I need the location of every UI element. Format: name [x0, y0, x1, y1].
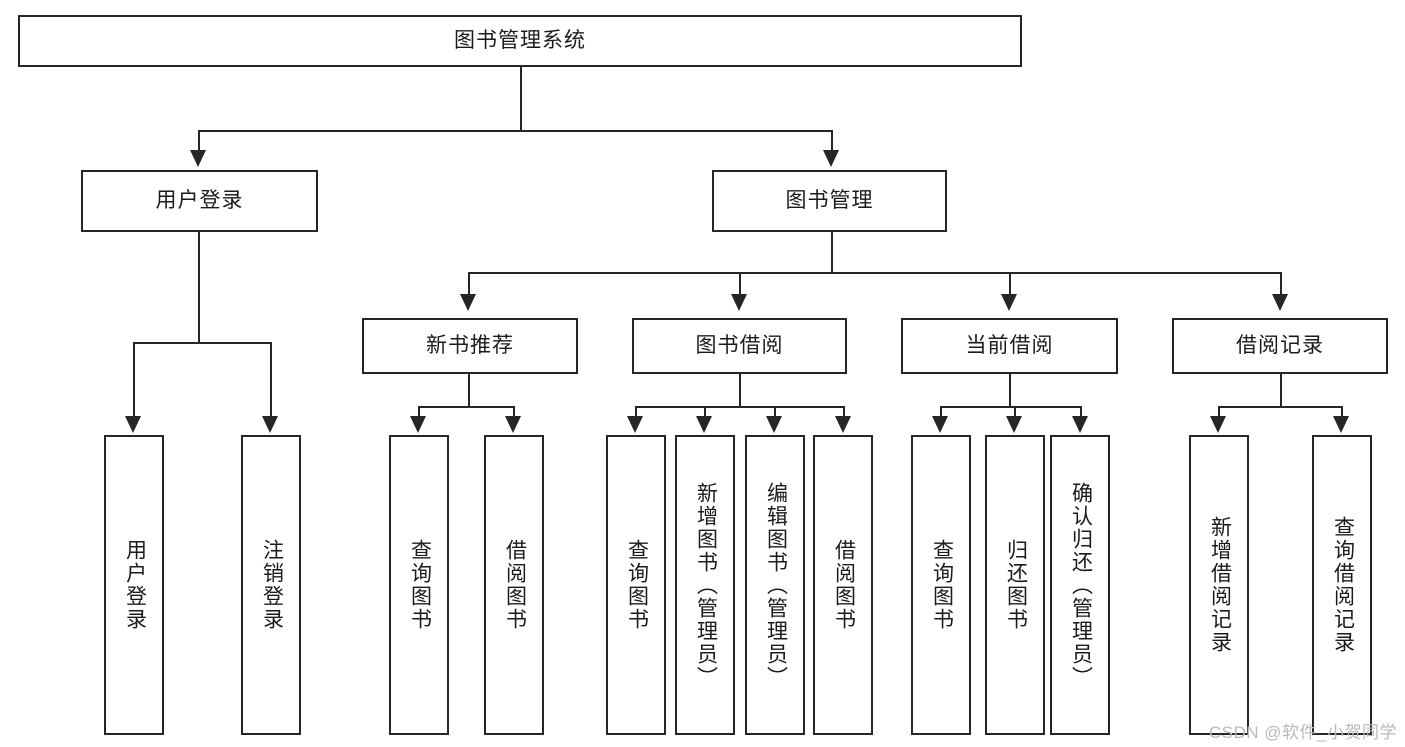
arrow-to-new-book-rec: [460, 294, 476, 311]
connector-bb-leaf-1: [704, 406, 706, 418]
node-label: 当前借阅: [965, 333, 1054, 357]
connector-to-book-mgmt: [831, 130, 833, 152]
node-leaf-query-book-borrow[interactable]: 查询图书: [606, 435, 666, 735]
connector-current-borrow-stem: [1009, 374, 1011, 406]
node-label: 查询借阅记录: [1331, 516, 1355, 654]
node-label: 图书借阅: [695, 333, 784, 357]
node-label: 查询图书: [625, 539, 649, 631]
node-label: 查询图书: [930, 539, 954, 631]
node-book-borrowing[interactable]: 图书借阅: [632, 318, 847, 374]
node-root-system[interactable]: 图书管理系统: [18, 15, 1022, 67]
node-book-management[interactable]: 图书管理: [712, 170, 947, 232]
connector-to-borrow-record: [1280, 272, 1282, 296]
connector-cb-leaf-0: [940, 406, 942, 418]
connector-user-login-stem: [198, 232, 200, 342]
node-leaf-query-book-current[interactable]: 查询图书: [911, 435, 971, 735]
node-new-book-recommendation[interactable]: 新书推荐: [362, 318, 578, 374]
node-label: 新增图书（管理员）: [694, 481, 718, 689]
connector-user-login-leaf-1: [270, 342, 272, 418]
connector-to-user-login: [198, 130, 200, 152]
node-label: 编辑图书（管理员）: [764, 481, 788, 689]
connector-level2-bus: [198, 130, 832, 132]
node-label: 归还图书: [1004, 539, 1028, 631]
connector-book-borrow-bus: [635, 406, 843, 408]
connector-level3-bus: [468, 272, 1280, 274]
arrow-leaf-edit-book: [766, 416, 782, 433]
connector-to-new-book-rec: [468, 272, 470, 296]
connector-new-book-rec-stem: [468, 374, 470, 406]
node-leaf-user-login[interactable]: 用户登录: [104, 435, 164, 735]
arrow-leaf-logout-login: [262, 416, 278, 433]
connector-new-book-rec-bus: [418, 406, 514, 408]
connector-borrow-record-bus: [1218, 406, 1342, 408]
arrow-to-borrow-record: [1272, 294, 1288, 311]
connector-cb-leaf-2: [1080, 406, 1082, 418]
node-label: 图书管理系统: [454, 28, 586, 52]
node-label: 确认归还（管理员）: [1069, 481, 1093, 689]
csdn-watermark: CSDN @软件_小贺同学: [1208, 723, 1397, 742]
connector-current-borrow-bus: [940, 406, 1080, 408]
connector-book-borrow-stem: [739, 374, 741, 406]
connector-bb-leaf-3: [843, 406, 845, 418]
node-leaf-logout-login[interactable]: 注销登录: [241, 435, 301, 735]
connector-user-login-bus: [133, 342, 271, 344]
arrow-to-book-mgmt: [823, 150, 839, 167]
node-label: 图书管理: [785, 188, 874, 212]
node-label: 用户登录: [155, 188, 244, 212]
node-label: 新书推荐: [426, 333, 514, 357]
node-leaf-borrow-book[interactable]: 借阅图书: [813, 435, 873, 735]
connector-book-mgmt-stem: [831, 232, 833, 272]
connector-br-leaf-1: [1341, 406, 1343, 418]
arrow-leaf-confirm-return: [1072, 416, 1088, 433]
connector-borrow-record-stem: [1280, 374, 1282, 406]
node-borrowing-record[interactable]: 借阅记录: [1172, 318, 1388, 374]
connector-bb-leaf-2: [774, 406, 776, 418]
arrow-leaf-query-book-2: [627, 416, 643, 433]
node-leaf-query-borrow-record[interactable]: 查询借阅记录: [1312, 435, 1372, 735]
node-leaf-confirm-return-admin[interactable]: 确认归还（管理员）: [1050, 435, 1110, 735]
connector-br-leaf-0: [1218, 406, 1220, 418]
arrow-leaf-query-book-1: [410, 416, 426, 433]
arrow-leaf-query-book-3: [932, 416, 948, 433]
connector-bb-leaf-0: [635, 406, 637, 418]
arrow-to-current-borrow: [1001, 294, 1017, 311]
node-leaf-add-book-admin[interactable]: 新增图书（管理员）: [675, 435, 735, 735]
node-current-borrowing[interactable]: 当前借阅: [901, 318, 1118, 374]
node-label: 借阅记录: [1236, 333, 1324, 357]
connector-nbr-leaf-0: [418, 406, 420, 418]
connector-to-current-borrow: [1009, 272, 1011, 296]
node-leaf-query-book-rec[interactable]: 查询图书: [389, 435, 449, 735]
connector-cb-leaf-1: [1014, 406, 1016, 418]
node-label: 借阅图书: [832, 539, 856, 631]
node-user-login[interactable]: 用户登录: [81, 170, 318, 232]
connector-root-stem: [520, 67, 522, 130]
arrow-leaf-query-record: [1333, 416, 1349, 433]
connector-nbr-leaf-1: [513, 406, 515, 418]
arrow-leaf-return-book: [1006, 416, 1022, 433]
arrow-leaf-user-login: [125, 416, 141, 433]
node-label: 用户登录: [123, 539, 147, 631]
node-leaf-add-borrow-record[interactable]: 新增借阅记录: [1189, 435, 1249, 735]
connector-to-book-borrow: [739, 272, 741, 296]
node-label: 新增借阅记录: [1208, 516, 1232, 654]
arrow-leaf-borrow-book-1: [505, 416, 521, 433]
node-leaf-borrow-book-rec[interactable]: 借阅图书: [484, 435, 544, 735]
arrow-to-book-borrow: [731, 294, 747, 311]
arrow-leaf-borrow-book-2: [835, 416, 851, 433]
node-label: 查询图书: [408, 539, 432, 631]
arrow-leaf-add-record: [1210, 416, 1226, 433]
node-label: 注销登录: [260, 539, 284, 631]
node-leaf-return-book[interactable]: 归还图书: [985, 435, 1045, 735]
connector-user-login-leaf-0: [133, 342, 135, 418]
node-leaf-edit-book-admin[interactable]: 编辑图书（管理员）: [745, 435, 805, 735]
arrow-leaf-add-book: [696, 416, 712, 433]
node-label: 借阅图书: [503, 539, 527, 631]
arrow-to-user-login: [190, 150, 206, 167]
